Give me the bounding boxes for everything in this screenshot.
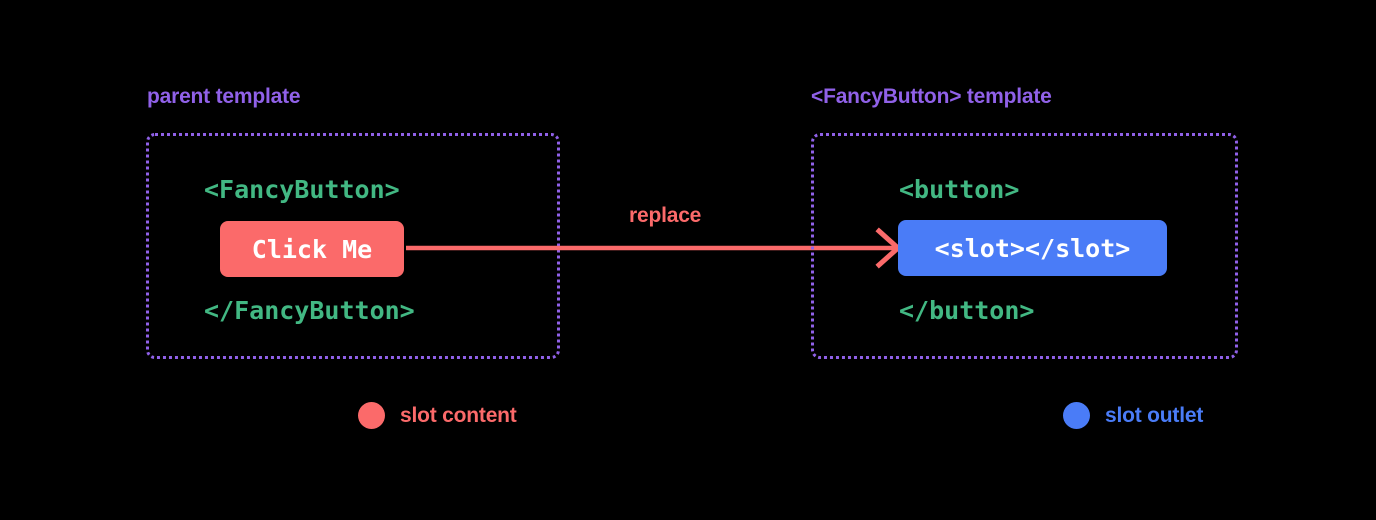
parent-template-label: parent template [147, 85, 301, 108]
legend-label-slot-outlet: slot outlet [1105, 403, 1204, 427]
legend-dot-icon-slot-outlet [1063, 402, 1090, 429]
legend-dot-icon-slot-content [358, 402, 385, 429]
replace-arrow-label: replace [629, 204, 702, 227]
code-tag-button-open: <button> [899, 175, 1020, 204]
legend-item-slot-content: slot content [358, 402, 517, 429]
fancybutton-template-box [811, 133, 1238, 359]
legend-label-slot-content: slot content [400, 403, 517, 427]
code-tag-fancybutton-close: </FancyButton> [204, 296, 415, 325]
slot-content-chip[interactable]: Click Me [220, 221, 404, 277]
legend-item-slot-outlet: slot outlet [1063, 402, 1203, 429]
code-tag-button-close: </button> [899, 296, 1035, 325]
fancybutton-template-label: <FancyButton> template [811, 85, 1052, 108]
code-tag-fancybutton-open: <FancyButton> [204, 175, 400, 204]
slot-outlet-chip[interactable]: <slot></slot> [898, 220, 1167, 276]
